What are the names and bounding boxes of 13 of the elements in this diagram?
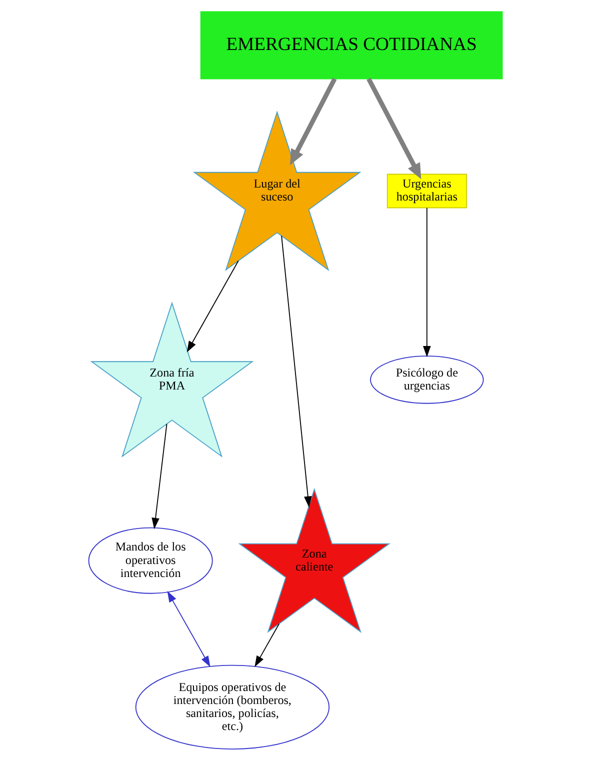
arrow	[166, 591, 210, 668]
node-box: Urgencias hospitalarias	[386, 174, 466, 208]
arrow	[422, 207, 430, 358]
arrow	[280, 235, 312, 508]
arrow	[290, 78, 336, 166]
node-ellipse: Psicólogo de urgencias	[370, 356, 484, 404]
arrow	[366, 78, 421, 180]
node-ellipse: Equipos operativos de intervención (bomberos, sanitarios, policías, etc.)	[134, 664, 330, 750]
node-box: EMERGENCIAS COTIDIANAS	[200, 11, 502, 80]
arrow	[254, 623, 280, 668]
arrow	[186, 260, 238, 352]
node-ellipse: Mandos de los operativos intervención	[88, 527, 212, 594]
arrow	[151, 424, 167, 530]
